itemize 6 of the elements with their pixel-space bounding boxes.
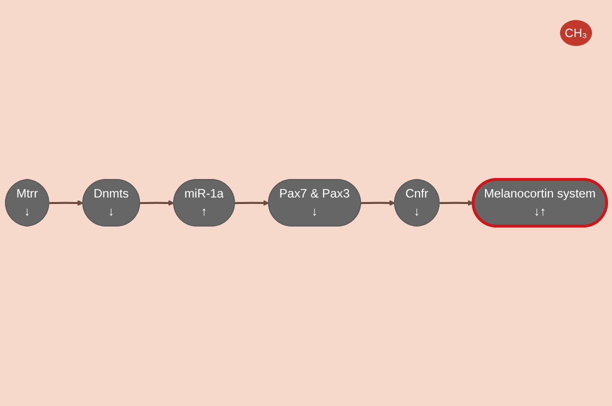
arrow xyxy=(49,200,84,206)
arrow xyxy=(140,200,174,206)
arrow xyxy=(234,200,269,206)
arrow xyxy=(440,200,474,206)
arrow xyxy=(360,200,396,206)
methyl-group-label: CH₃ xyxy=(560,20,592,46)
